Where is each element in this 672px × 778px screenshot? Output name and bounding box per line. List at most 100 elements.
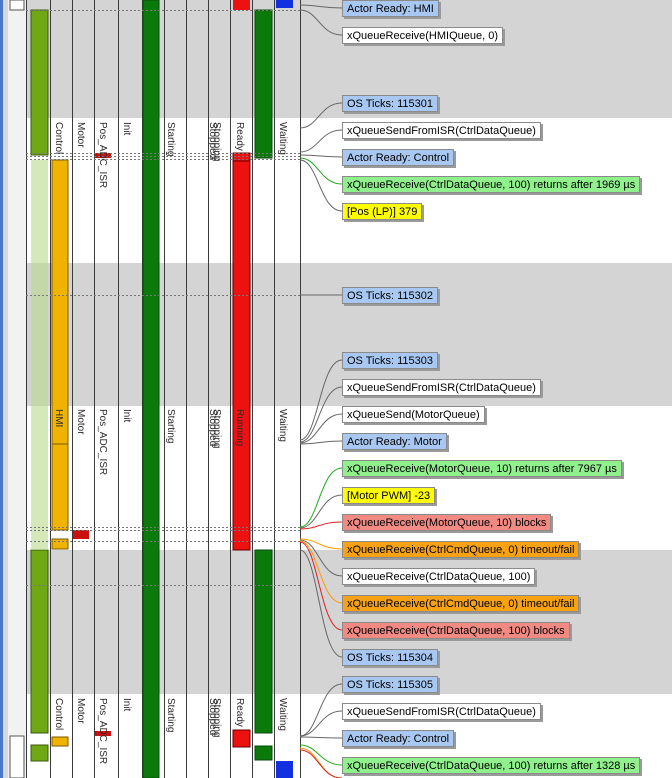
event-label[interactable]: [Pos (LP)] 379 [342,203,423,220]
lane-label: Motor [75,698,86,724]
motor-task-bar [51,443,69,531]
event-connector [299,359,343,441]
event-connector [299,129,343,153]
lane-label: Motor [75,122,86,148]
event-connector [299,538,343,550]
event-connector [299,736,343,739]
event-label[interactable]: xQueueSendFromISR(CtrlDataQueue) [342,379,541,396]
event-label[interactable]: Actor Ready: Motor [342,433,447,450]
motor-task-bar [51,538,69,550]
lane-label: Running [234,409,245,447]
shaded-band [0,550,672,694]
running-bar [232,160,251,551]
shaded-band [0,0,672,118]
event-label[interactable]: xQueueReceive(HMIQueue, 0) [342,27,504,44]
isr-marker [73,530,89,539]
lane-label: Control [53,122,64,155]
event-label[interactable]: xQueueReceive(MotorQueue, 10) blocks [342,514,552,531]
event-connector [299,102,343,129]
event-connector [299,541,343,631]
event-label[interactable]: xQueueSendFromISR(CtrlDataQueue) [342,703,541,720]
event-connector [299,9,343,36]
event-label[interactable]: xQueueReceive(CtrlDataQueue, 100) blocks [342,622,570,639]
lane-label: Stopping [211,409,222,449]
lane-label: Control [53,698,64,731]
lane-label: Starting [165,698,176,733]
lane-label: Starting [165,409,176,444]
isr-marker [95,731,111,736]
lane-label: Pos_ADC_ISR [97,698,108,765]
row-header-column [8,0,26,778]
gutter-accent [0,0,3,778]
lane-label: Waiting [277,698,288,731]
isr-marker [95,153,111,158]
lane-label: Motor [75,409,86,435]
lane-label: HMI [53,409,64,428]
event-label[interactable]: xQueueReceive(CtrlDataQueue, 100) return… [342,176,641,193]
waiting-bar [254,549,273,734]
hmi-waiting-region [31,160,48,550]
event-connector [299,747,343,778]
event-label[interactable]: xQueueSend(MotorQueue) [342,406,485,423]
lane-label: Stopping [211,698,222,738]
event-label[interactable]: xQueueReceive(CtrlDataQueue, 100) [342,568,536,585]
motor-task-bar [51,736,69,747]
lane-label: Stopping [211,122,222,162]
event-label[interactable]: Actor Ready: Control [342,730,455,747]
event-connector [299,744,343,766]
lane-label: Waiting [277,409,288,442]
lane-label: Init [121,122,132,136]
event-connector [299,549,343,658]
event-label[interactable]: [Motor PWM] -23 [342,487,436,504]
ready-bar [232,729,251,748]
event-connector [299,749,343,778]
event-connector [299,494,343,529]
event-connector [299,157,343,185]
event-label[interactable]: Actor Ready: Control [342,149,455,166]
control-task-bar [30,744,49,762]
row-header-box [9,735,25,778]
event-connector [299,440,343,445]
event-connector [299,154,343,158]
lane-label: Starting [165,122,176,157]
event-label[interactable]: xQueueReceive(CtrlCmdQueue, 0) timeout/f… [342,595,580,612]
control-task-bar [30,9,49,156]
event-connector [299,539,343,577]
event-connector [299,413,343,444]
event-label[interactable]: xQueueSendFromISR(CtrlDataQueue) [342,122,541,139]
event-label[interactable]: xQueueReceive(MotorQueue, 10) returns af… [342,460,622,477]
shaded-band [0,263,672,406]
event-connector [299,683,343,737]
event-label[interactable]: OS Ticks: 115302 [342,287,439,304]
event-connector [299,159,343,212]
lane-label: Pos_ADC_ISR [97,122,108,189]
lane-label: Ready [234,698,245,727]
event-label[interactable]: Actor Ready: HMI [342,0,439,17]
event-label[interactable]: OS Ticks: 115301 [342,95,439,112]
event-connector [299,540,343,604]
blue-marker [276,0,293,8]
ready-bar [233,0,250,10]
row-header-box [9,0,25,11]
control-task-bar [30,549,49,734]
event-label[interactable]: OS Ticks: 115304 [342,649,439,666]
event-connector [299,386,343,443]
lane-bar-init [142,0,160,778]
event-connector [299,521,343,530]
event-label[interactable]: xQueueReceive(CtrlDataQueue, 100) return… [342,757,641,774]
left-gutter [0,0,8,778]
blue-marker [276,761,293,778]
event-connector [299,4,343,9]
event-label[interactable]: OS Ticks: 115303 [342,352,439,369]
lane-label: Init [121,698,132,712]
lane-label: Waiting [277,122,288,155]
lane-label: Init [121,409,132,423]
motor-task-bar [51,159,69,445]
event-label[interactable]: OS Ticks: 115305 [342,676,439,693]
waiting-bar [254,745,273,761]
event-label[interactable]: xQueueReceive(CtrlCmdQueue, 0) timeout/f… [342,541,580,558]
waiting-bar [254,9,273,159]
lane-label: Ready [234,122,245,151]
event-connector [299,467,343,528]
